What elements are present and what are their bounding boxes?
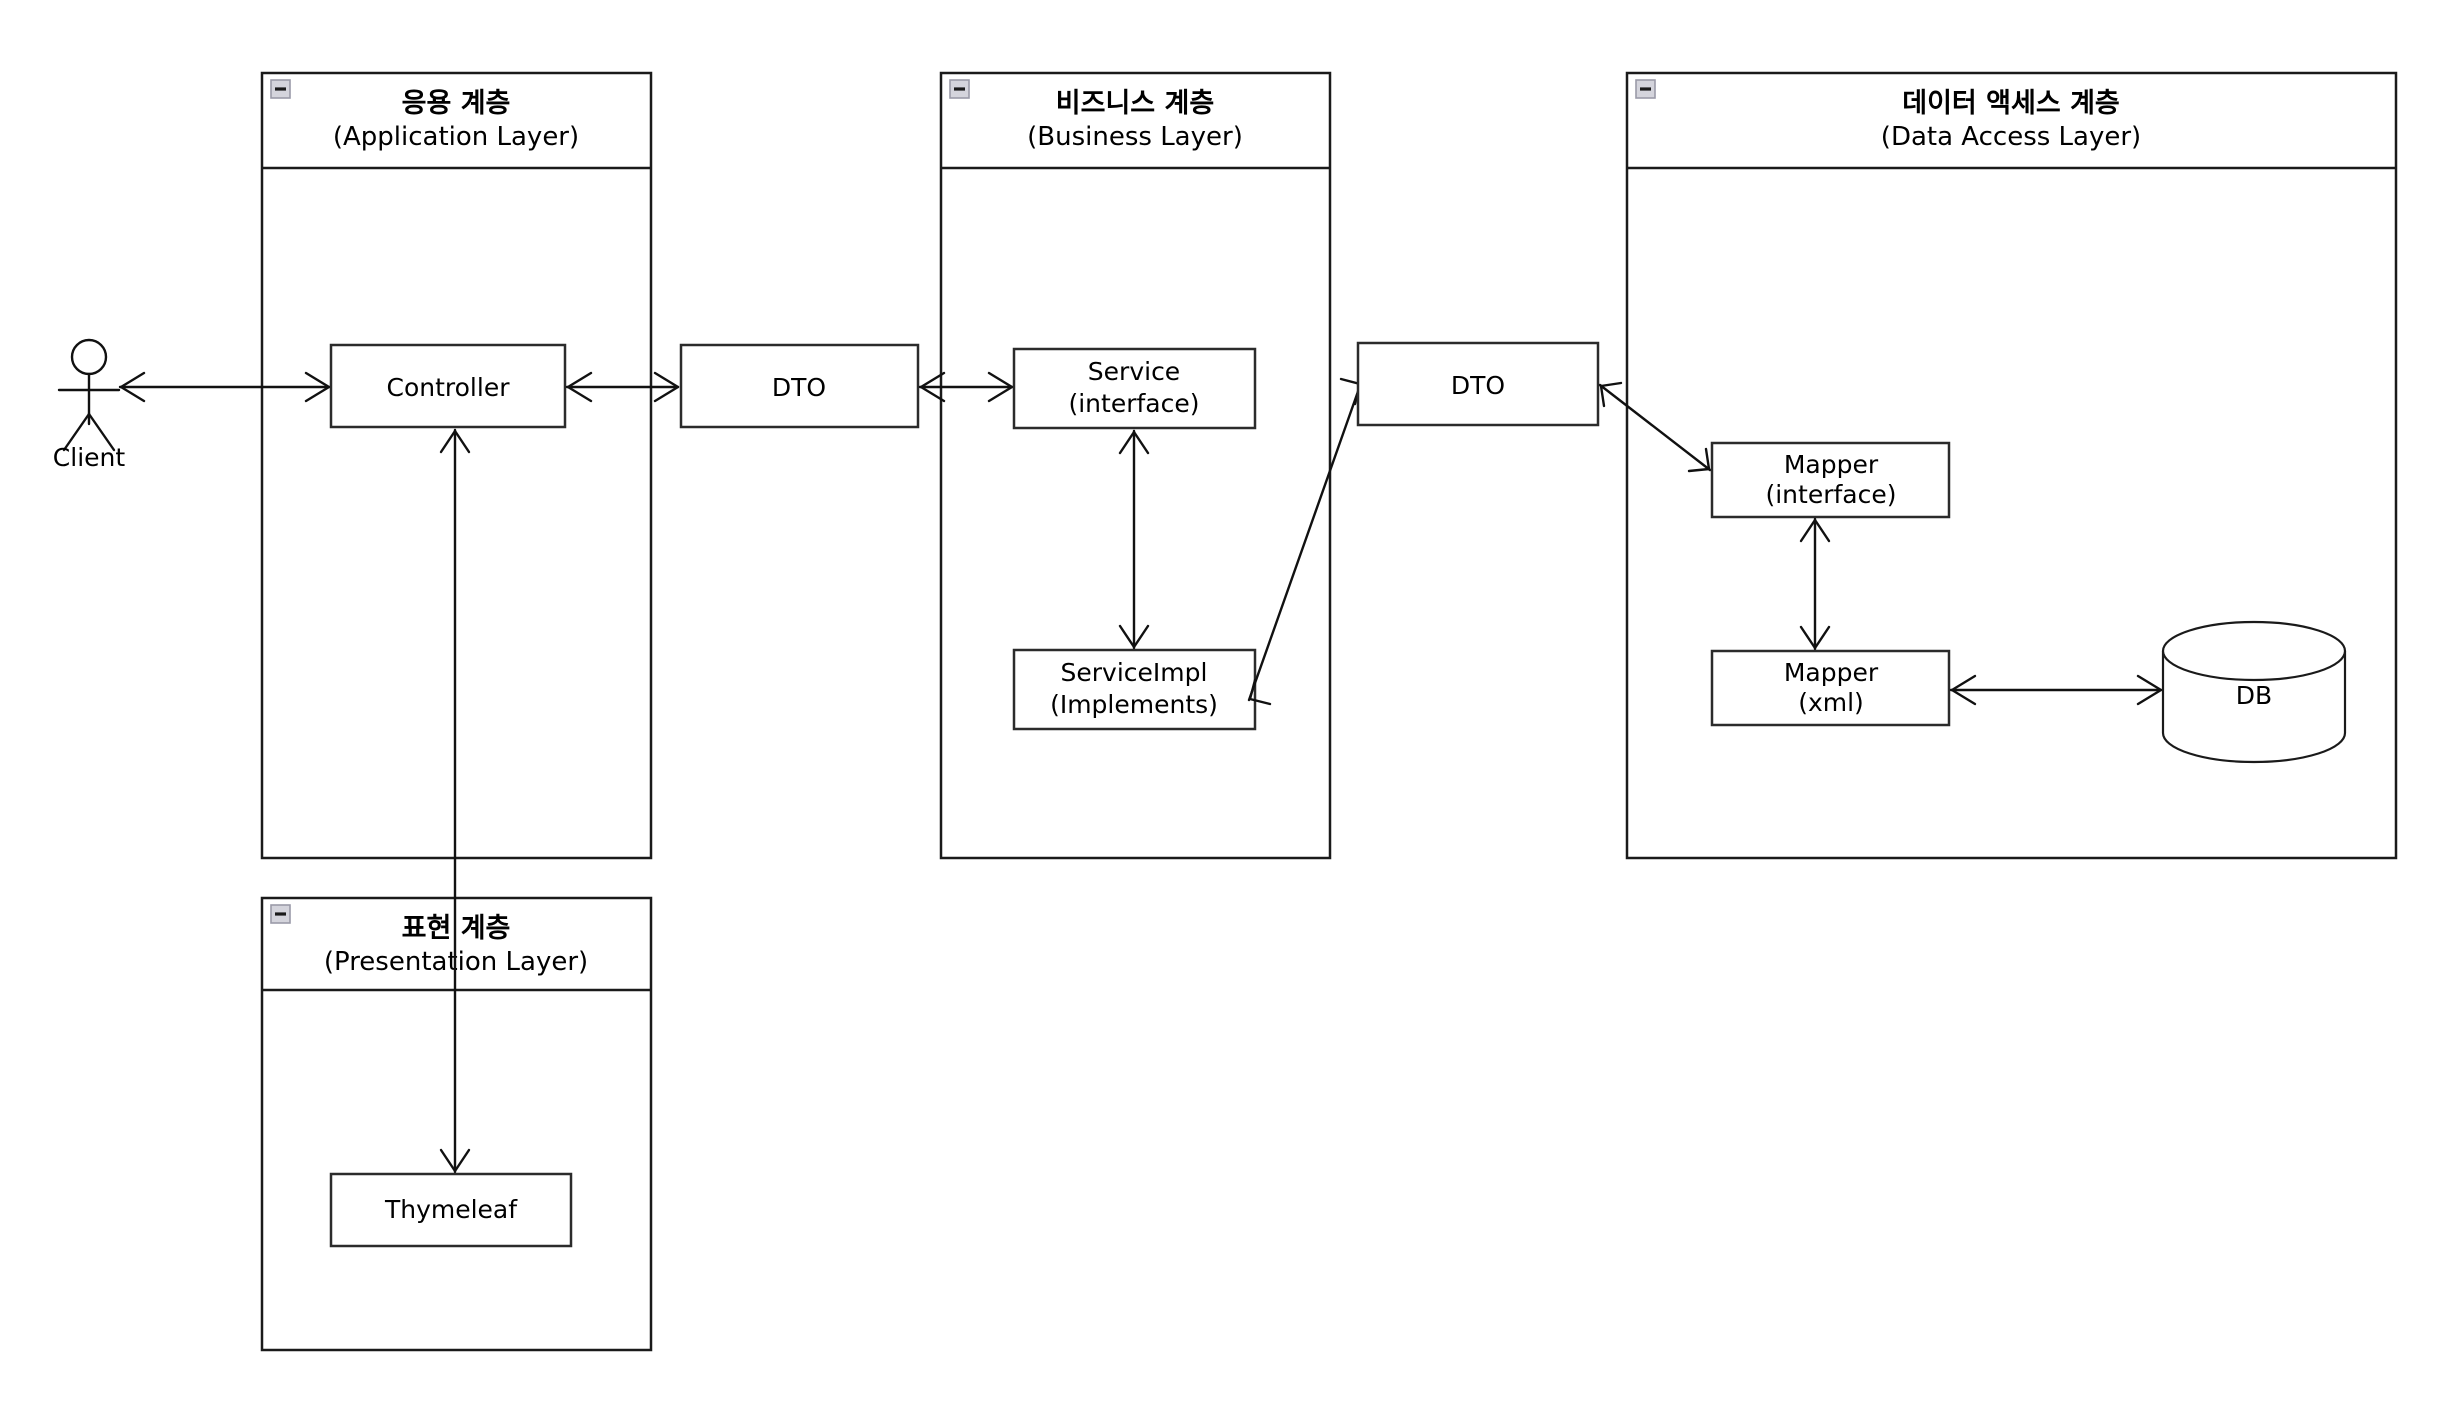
mapper-interface-label-line1: Mapper <box>1784 450 1879 479</box>
node-mapper-xml[interactable]: Mapper (xml) <box>1710 649 1951 727</box>
connection-client-controller <box>118 371 331 403</box>
connection-mapper-xml-db <box>1949 674 2163 706</box>
node-thymeleaf[interactable]: Thymeleaf <box>329 1172 573 1248</box>
stick-figure-actor-icon <box>57 338 121 452</box>
dto-2-box <box>1356 341 1600 427</box>
controller-box <box>329 343 567 429</box>
application-layer-title-en: (Application Layer) <box>333 122 579 152</box>
collapse-icon-data-access[interactable] <box>1635 79 1656 99</box>
business-layer-title-en: (Business Layer) <box>1027 122 1243 152</box>
controller-label: Controller <box>387 373 511 402</box>
service-label-line2: (interface) <box>1068 389 1199 418</box>
application-layer-frame <box>260 71 653 860</box>
connection-controller-thymeleaf <box>439 428 471 1174</box>
thymeleaf-box <box>329 1172 573 1248</box>
mapper-xml-box <box>1710 649 1951 727</box>
thymeleaf-label: Thymeleaf <box>384 1195 518 1224</box>
mapper-xml-label-line2: (xml) <box>1798 688 1864 717</box>
dto-1-box <box>679 343 920 429</box>
application-layer-title-ko: 응용 계층 <box>402 88 511 119</box>
node-db[interactable]: DB <box>2161 620 2347 764</box>
connection-service-serviceimpl <box>1118 429 1150 650</box>
mapper-interface-label-line2: (interface) <box>1765 480 1896 509</box>
data-access-layer-title-en: (Data Access Layer) <box>1881 122 2141 152</box>
data-access-layer-title-ko: 데이터 액세스 계층 <box>1902 88 2120 119</box>
node-dto-app-business[interactable]: DTO <box>679 343 920 429</box>
node-service-interface[interactable]: Service (interface) <box>1012 347 1257 430</box>
mapper-xml-label-line1: Mapper <box>1784 658 1879 687</box>
actor-client[interactable]: Client <box>53 338 126 472</box>
collapse-icon-business[interactable] <box>949 79 970 99</box>
layer-container-business[interactable]: 비즈니스 계층 (Business Layer) <box>939 71 1332 860</box>
dto-1-label: DTO <box>772 373 826 402</box>
node-controller[interactable]: Controller <box>329 343 567 429</box>
layer-container-application[interactable]: 응용 계층 (Application Layer) <box>260 71 653 860</box>
connection-mapper-interface-mapper-xml <box>1799 517 1831 651</box>
layer-container-presentation[interactable]: 표현 계층 (Presentation Layer) <box>260 896 653 1352</box>
collapse-icon-application[interactable] <box>270 79 291 99</box>
business-layer-title-ko: 비즈니스 계층 <box>1056 88 1214 119</box>
serviceimpl-label-line1: ServiceImpl <box>1061 658 1208 687</box>
serviceimpl-box <box>1012 648 1257 731</box>
actor-client-label: Client <box>53 443 126 472</box>
serviceimpl-label-line2: (Implements) <box>1050 690 1218 719</box>
node-serviceimpl[interactable]: ServiceImpl (Implements) <box>1012 648 1257 731</box>
mapper-interface-box <box>1710 441 1951 519</box>
node-dto-business-data[interactable]: DTO <box>1356 341 1600 427</box>
connection-dto1-service <box>918 371 1014 403</box>
service-box <box>1012 347 1257 430</box>
connection-dto2-mapper-interface <box>1598 381 1712 473</box>
db-cylinder-body <box>2161 651 2347 764</box>
connection-controller-dto1 <box>565 371 680 403</box>
collapse-icon-presentation[interactable] <box>270 904 291 924</box>
node-mapper-interface[interactable]: Mapper (interface) <box>1710 441 1951 519</box>
db-cylinder-top <box>2161 620 2347 682</box>
business-layer-frame <box>939 71 1332 860</box>
dto-2-label: DTO <box>1451 371 1505 400</box>
db-label: DB <box>2236 681 2272 710</box>
presentation-layer-frame <box>260 896 653 1352</box>
service-label-line1: Service <box>1088 357 1180 386</box>
